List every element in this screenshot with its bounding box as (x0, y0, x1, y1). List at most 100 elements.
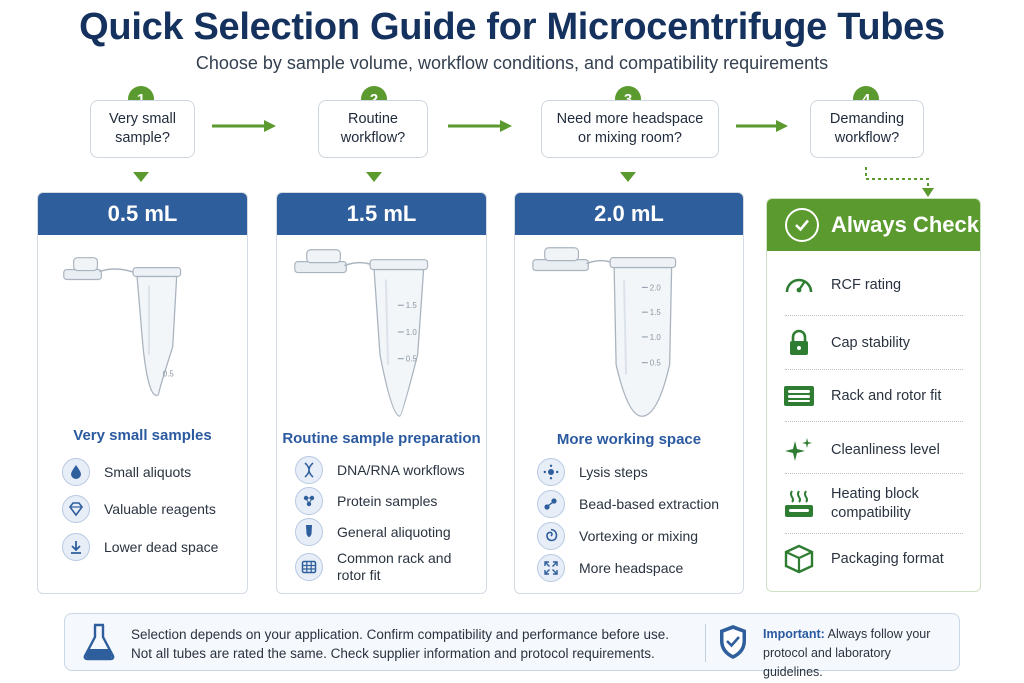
check-item-label: Cleanliness level (831, 441, 940, 458)
divider (785, 369, 963, 370)
tube-card-1-5ml: 1.5 mL 1.5 1.0 0.5 Routine sample prepar… (276, 192, 487, 594)
gauge-icon (781, 269, 817, 301)
step-box-2: Routine workflow? (318, 100, 428, 158)
tube-mark: 0.5 (163, 370, 175, 379)
sparkle-icon (781, 434, 817, 466)
tube-0-5ml-icon: 0.5 (63, 257, 182, 397)
dna-icon (295, 456, 323, 484)
expand-icon (537, 554, 565, 582)
tube-2-0ml-icon: 2.0 1.5 1.0 0.5 (532, 247, 677, 417)
step-1-line2: sample? (115, 130, 170, 146)
feature-item: Small aliquots (62, 458, 191, 486)
check-item: Packaging format (781, 543, 971, 575)
arrow-right-icon (736, 120, 788, 132)
tube-mark: 1.0 (650, 333, 662, 342)
important-note: Important: Always follow your protocol a… (763, 625, 953, 682)
always-check-header: Always Check (767, 199, 980, 251)
always-check-card: Always Check RCF rating Cap stability Ra… (766, 198, 981, 592)
check-item: Cap stability (781, 327, 971, 359)
tube-card-0-5ml: 0.5 mL 0.5 Very small samples Small aliq… (37, 192, 248, 594)
beads-icon (537, 490, 565, 518)
check-item-label: Rack and rotor fit (831, 387, 942, 404)
tube-mark: 1.5 (406, 301, 418, 310)
box-icon (781, 543, 817, 575)
feature-label: Small aliquots (104, 463, 192, 480)
divider (785, 421, 963, 422)
protein-icon (295, 487, 323, 515)
feature-label: More headspace (579, 559, 684, 576)
feature-label: Lower dead space (104, 538, 219, 555)
check-item: Cleanliness level (781, 434, 971, 466)
tube-mark: 1.0 (406, 328, 418, 337)
step-box-1: Very small sample? (90, 100, 195, 158)
feature-label: Protein samples (337, 492, 438, 509)
checkmark-icon (785, 208, 819, 242)
tube-mark: 2.0 (650, 283, 662, 292)
card-volume-header: 0.5 mL (38, 193, 247, 235)
footer-line2: Not all tubes are rated the same. Check … (131, 646, 655, 661)
divider (705, 624, 706, 662)
arrow-right-icon (448, 120, 512, 132)
card-volume-header: 1.5 mL (277, 193, 486, 235)
dotted-arrow-icon (865, 167, 934, 197)
tube-card-2-0ml: 2.0 mL 2.0 1.5 1.0 0.5 More working spac… (514, 192, 744, 594)
feature-label: DNA/RNA workflows (337, 461, 465, 478)
diamond-icon (62, 495, 90, 523)
important-label: Important: (763, 627, 825, 641)
step-3-line2: or mixing room? (578, 130, 682, 146)
step-4-line1: Demanding (829, 111, 905, 127)
tube-mark: 1.5 (650, 308, 662, 317)
divider (785, 533, 963, 534)
shield-check-icon (720, 625, 746, 659)
step-box-3: Need more headspace or mixing room? (541, 100, 719, 158)
feature-item: More headspace (537, 554, 683, 582)
divider (785, 315, 963, 316)
feature-label: Vortexing or mixing (579, 527, 699, 544)
down-arrow-icon (366, 172, 382, 182)
check-item-line2: compatibility (831, 505, 911, 521)
heating-block-icon (781, 488, 817, 520)
page-subtitle: Choose by sample volume, workflow condit… (195, 53, 829, 73)
check-item-line1: Heating block (831, 486, 919, 502)
feature-item: Lysis steps (537, 458, 648, 486)
check-item-label: Packaging format (831, 550, 944, 567)
droplet-icon (62, 458, 90, 486)
page-title: Quick Selection Guide for Microcentrifug… (79, 6, 945, 48)
divider (785, 473, 963, 474)
card-volume-header: 2.0 mL (515, 193, 743, 235)
feature-item: DNA/RNA workflows (295, 456, 465, 484)
flask-icon (83, 623, 115, 661)
step-2-line2: workflow? (340, 130, 406, 146)
rack-icon (781, 380, 817, 412)
check-item: RCF rating (781, 269, 971, 301)
step-3-line1: Need more headspace (556, 111, 704, 127)
feature-label: General aliquoting (337, 523, 451, 540)
feature-label: Valuable reagents (104, 500, 216, 517)
check-item-label: Heating block compatibility (831, 485, 919, 523)
card-subtitle: Very small samples (73, 427, 212, 444)
check-item-label: RCF rating (831, 276, 902, 293)
feature-label-line1: Common rack and (337, 550, 452, 566)
down-arrow-icon (62, 533, 90, 561)
feature-label-line2: rotor fit (337, 567, 381, 583)
tube-icon (295, 518, 323, 546)
rack-icon (295, 553, 323, 581)
feature-item: Valuable reagents (62, 495, 216, 523)
check-item: Rack and rotor fit (781, 380, 971, 412)
feature-label: Bead-based extraction (579, 495, 720, 512)
footer-note: Selection depends on your application. C… (64, 613, 960, 679)
feature-item: General aliquoting (295, 518, 451, 546)
down-arrow-icon (620, 172, 636, 182)
feature-item: Bead-based extraction (537, 490, 719, 518)
step-1-line1: Very small (109, 111, 176, 127)
always-check-title: Always Check (831, 212, 979, 237)
footer-text: Selection depends on your application. C… (131, 625, 669, 663)
check-item-label: Cap stability (831, 334, 910, 351)
feature-item: Protein samples (295, 487, 437, 515)
tube-1-5ml-icon: 1.5 1.0 0.5 (294, 249, 429, 417)
step-2-line1: Routine (348, 111, 398, 127)
card-subtitle: More working space (556, 431, 702, 448)
important-text-line2: protocol and laboratory guidelines. (763, 646, 891, 679)
